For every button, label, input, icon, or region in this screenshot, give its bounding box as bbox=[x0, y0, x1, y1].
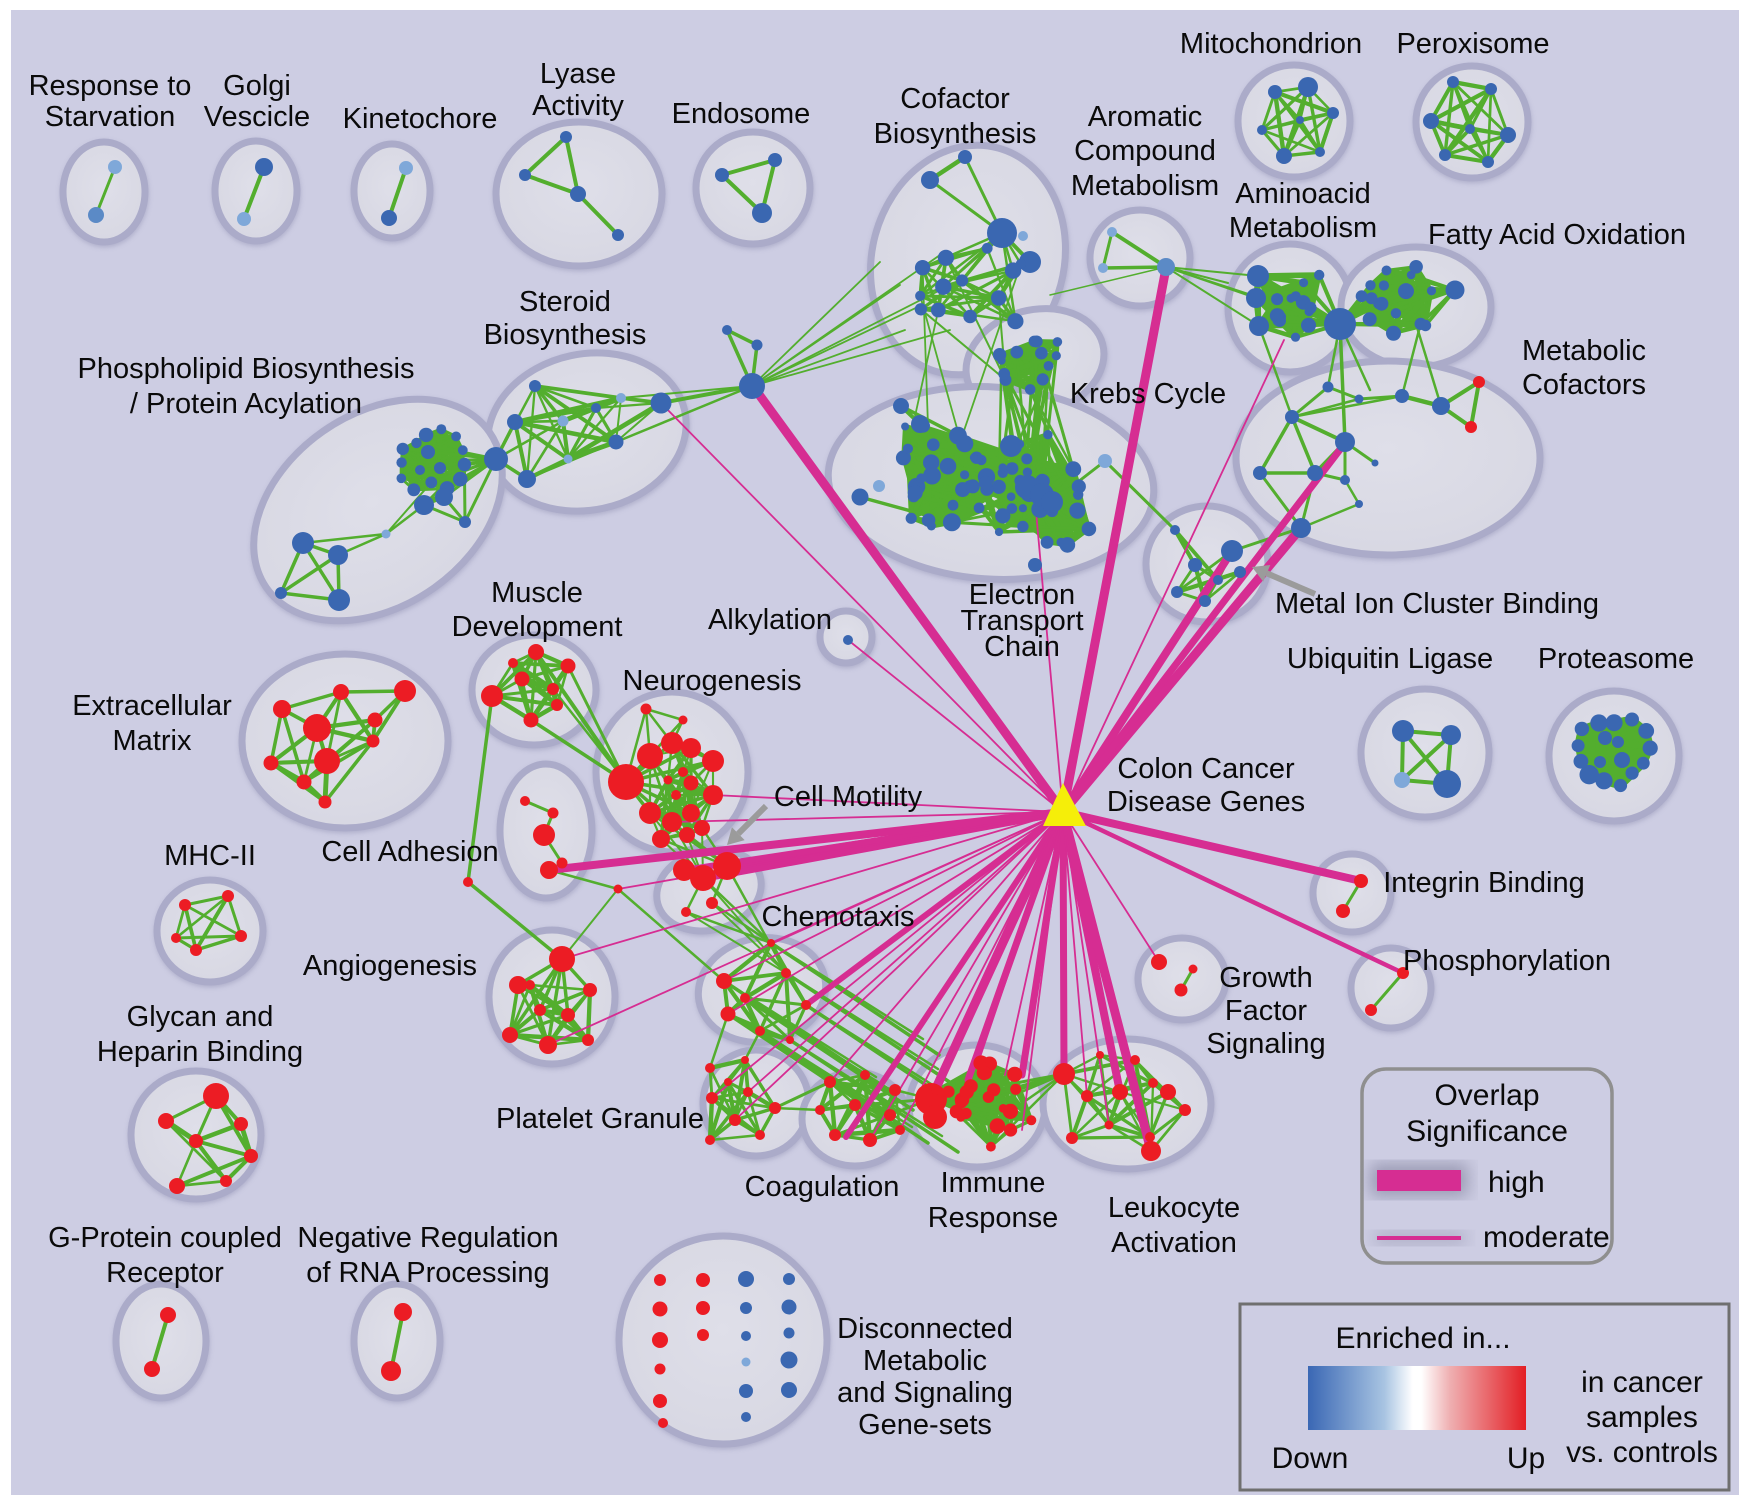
svg-text:Krebs Cycle: Krebs Cycle bbox=[1070, 378, 1226, 410]
svg-text:Leukocyte: Leukocyte bbox=[1108, 1192, 1240, 1224]
svg-text:Heparin Binding: Heparin Binding bbox=[97, 1036, 303, 1068]
svg-text:Signaling: Signaling bbox=[1206, 1028, 1325, 1060]
svg-text:Response to: Response to bbox=[29, 70, 192, 102]
svg-text:Metabolic: Metabolic bbox=[863, 1345, 987, 1377]
svg-text:Golgi: Golgi bbox=[223, 70, 291, 102]
svg-text:Muscle: Muscle bbox=[491, 577, 583, 609]
svg-text:Starvation: Starvation bbox=[45, 101, 176, 133]
svg-text:Fatty Acid Oxidation: Fatty Acid Oxidation bbox=[1428, 219, 1686, 251]
svg-text:Up: Up bbox=[1507, 1442, 1545, 1475]
svg-text:Neurogenesis: Neurogenesis bbox=[623, 665, 802, 697]
svg-text:Response: Response bbox=[928, 1202, 1059, 1234]
svg-text:Biosynthesis: Biosynthesis bbox=[874, 118, 1037, 150]
svg-text:Extracellular: Extracellular bbox=[72, 690, 232, 722]
svg-text:Mitochondrion: Mitochondrion bbox=[1180, 28, 1362, 60]
svg-text:Cofactor: Cofactor bbox=[900, 83, 1010, 115]
svg-text:Peroxisome: Peroxisome bbox=[1396, 28, 1549, 60]
svg-text:Lyase: Lyase bbox=[540, 58, 616, 90]
svg-text:vs. controls: vs. controls bbox=[1566, 1436, 1718, 1469]
svg-text:Integrin Binding: Integrin Binding bbox=[1383, 867, 1585, 899]
svg-text:Gene-sets: Gene-sets bbox=[858, 1409, 992, 1441]
svg-text:Compound: Compound bbox=[1074, 135, 1216, 167]
svg-text:in cancer: in cancer bbox=[1581, 1366, 1703, 1399]
svg-text:Phospholipid Biosynthesis: Phospholipid Biosynthesis bbox=[78, 353, 415, 385]
svg-text:G-Protein coupled: G-Protein coupled bbox=[48, 1222, 282, 1254]
svg-text:Development: Development bbox=[452, 611, 623, 643]
svg-text:Aminoacid: Aminoacid bbox=[1235, 178, 1370, 210]
svg-text:high: high bbox=[1488, 1166, 1545, 1199]
svg-text:Matrix: Matrix bbox=[113, 725, 192, 757]
svg-text:Disease Genes: Disease Genes bbox=[1107, 786, 1305, 818]
svg-text:and Signaling: and Signaling bbox=[837, 1377, 1013, 1409]
svg-text:moderate: moderate bbox=[1483, 1221, 1610, 1254]
svg-text:Receptor: Receptor bbox=[106, 1257, 224, 1289]
svg-text:Activity: Activity bbox=[532, 90, 624, 122]
svg-text:MHC-II: MHC-II bbox=[164, 840, 256, 872]
svg-text:Metabolism: Metabolism bbox=[1229, 212, 1377, 244]
svg-text:Enriched in...: Enriched in... bbox=[1335, 1322, 1510, 1355]
svg-text:samples: samples bbox=[1586, 1401, 1698, 1434]
svg-text:Factor: Factor bbox=[1225, 995, 1308, 1027]
svg-text:Growth: Growth bbox=[1219, 962, 1312, 994]
svg-text:Metabolism: Metabolism bbox=[1071, 170, 1219, 202]
svg-text:Endosome: Endosome bbox=[672, 98, 811, 130]
svg-text:/ Protein Acylation: / Protein Acylation bbox=[130, 388, 362, 420]
svg-text:Angiogenesis: Angiogenesis bbox=[303, 950, 477, 982]
svg-text:Cell Motility: Cell Motility bbox=[774, 781, 923, 813]
svg-text:Chain: Chain bbox=[984, 631, 1060, 663]
svg-text:Down: Down bbox=[1272, 1442, 1349, 1475]
svg-text:Colon Cancer: Colon Cancer bbox=[1117, 753, 1295, 785]
svg-text:Platelet Granule: Platelet Granule bbox=[496, 1103, 704, 1135]
svg-text:Negative Regulation: Negative Regulation bbox=[297, 1222, 558, 1254]
svg-text:Cell Adhesion: Cell Adhesion bbox=[321, 836, 498, 868]
svg-text:Ubiquitin Ligase: Ubiquitin Ligase bbox=[1287, 643, 1493, 675]
svg-text:Transport: Transport bbox=[960, 605, 1083, 637]
svg-text:Metabolic: Metabolic bbox=[1522, 335, 1646, 367]
svg-text:Activation: Activation bbox=[1111, 1227, 1237, 1259]
svg-text:Immune: Immune bbox=[941, 1167, 1046, 1199]
svg-text:Alkylation: Alkylation bbox=[708, 604, 832, 636]
svg-text:Aromatic: Aromatic bbox=[1088, 101, 1202, 133]
svg-text:Steroid: Steroid bbox=[519, 286, 611, 318]
svg-text:Biosynthesis: Biosynthesis bbox=[484, 319, 647, 351]
svg-text:Proteasome: Proteasome bbox=[1538, 643, 1694, 675]
svg-text:Glycan and: Glycan and bbox=[127, 1001, 274, 1033]
svg-text:Phosphorylation: Phosphorylation bbox=[1403, 945, 1611, 977]
svg-text:Chemotaxis: Chemotaxis bbox=[761, 901, 914, 933]
svg-text:Metal Ion Cluster Binding: Metal Ion Cluster Binding bbox=[1275, 588, 1599, 620]
svg-text:of RNA Processing: of RNA Processing bbox=[306, 1257, 549, 1289]
svg-text:Overlap: Overlap bbox=[1434, 1079, 1539, 1112]
svg-text:Disconnected: Disconnected bbox=[837, 1313, 1013, 1345]
svg-text:Kinetochore: Kinetochore bbox=[343, 103, 498, 135]
svg-text:Significance: Significance bbox=[1406, 1115, 1568, 1148]
svg-text:Coagulation: Coagulation bbox=[745, 1171, 900, 1203]
svg-text:Vescicle: Vescicle bbox=[204, 101, 310, 133]
svg-text:Electron: Electron bbox=[969, 579, 1075, 611]
svg-text:Cofactors: Cofactors bbox=[1522, 369, 1646, 401]
